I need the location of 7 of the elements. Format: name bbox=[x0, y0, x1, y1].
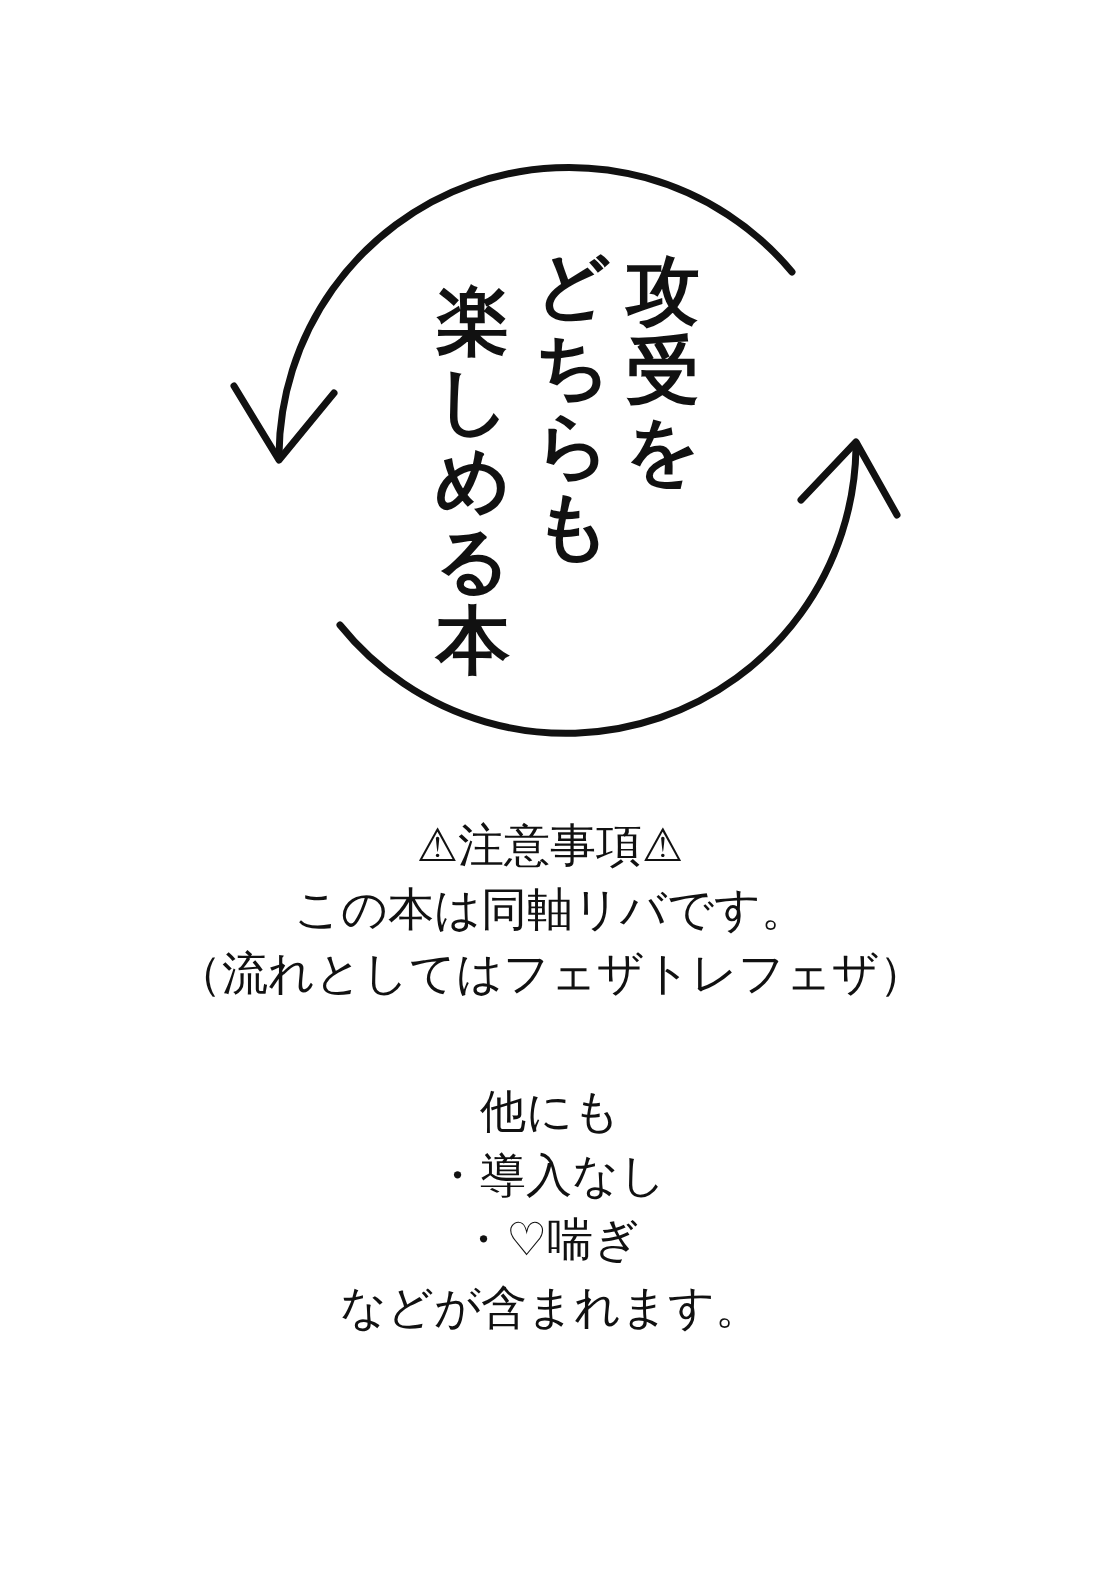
list-item: ・導入なし bbox=[433, 1148, 667, 1204]
note-text: 他にも bbox=[479, 1084, 621, 1140]
note-text: （流れとしてはフェザトレフェザ） bbox=[174, 946, 926, 1002]
list-item: ・♡喘ぎ bbox=[458, 1212, 642, 1268]
note-text: などが含まれます。 bbox=[338, 1280, 762, 1336]
warning-heading: ⚠注意事項⚠ bbox=[415, 818, 685, 874]
note-text: この本は同軸リバです。 bbox=[292, 882, 808, 938]
